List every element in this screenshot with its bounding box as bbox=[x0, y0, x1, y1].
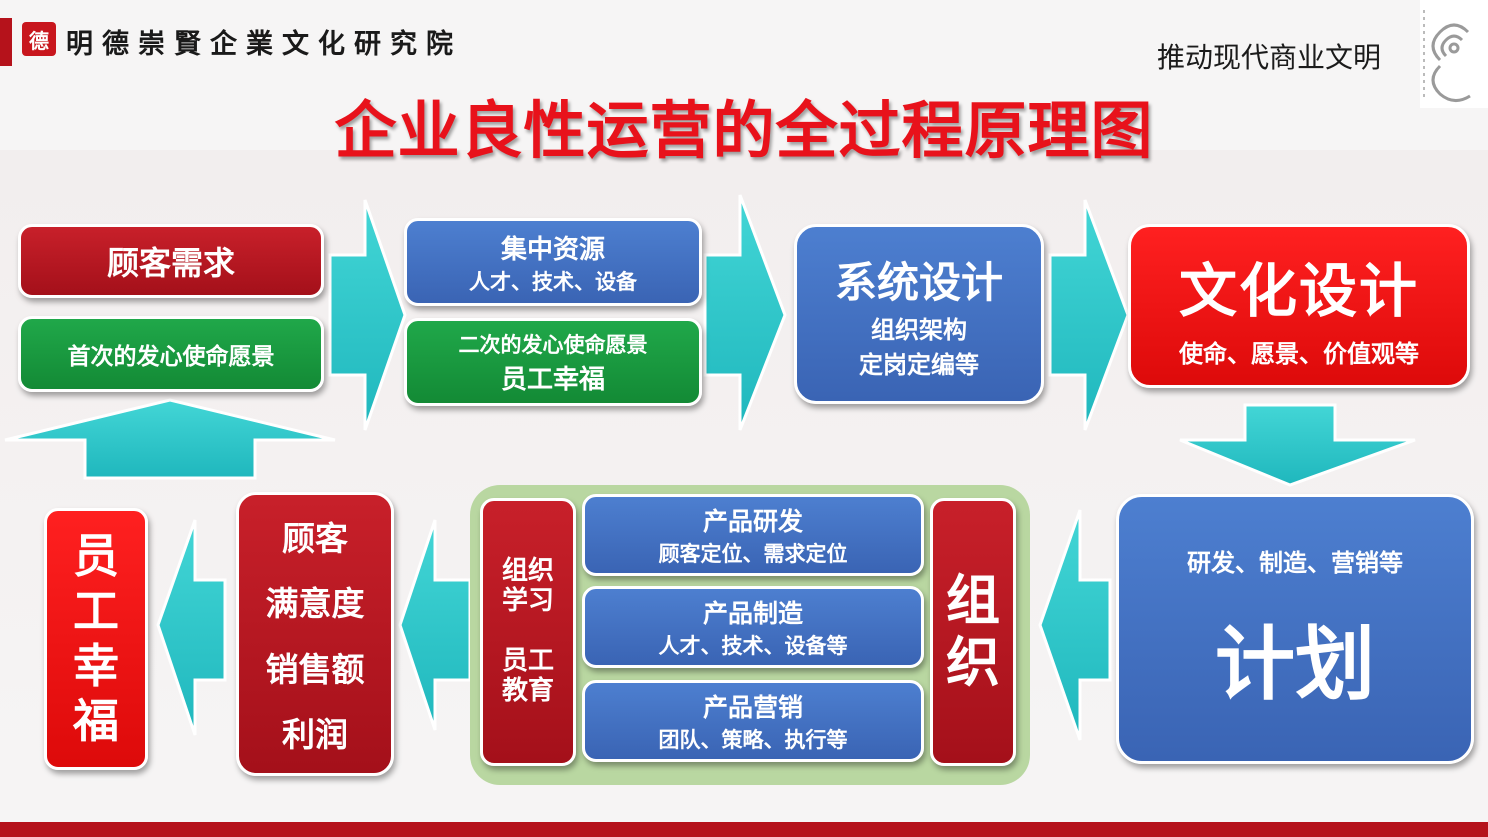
arrow-right-2 bbox=[703, 194, 787, 431]
page-title: 企业良性运营的全过程原理图 bbox=[334, 94, 1154, 167]
customer-demand-box: 顾客需求 bbox=[18, 224, 324, 298]
arrow-down bbox=[1179, 403, 1416, 487]
logo-seal-icon: 德 bbox=[22, 22, 56, 56]
logo-text: 明德崇賢企業文化研究院 bbox=[66, 29, 462, 60]
plan-box: 研发、制造、营销等 计划 bbox=[1116, 494, 1474, 764]
product-mfg-box: 产品制造 人才、技术、设备等 bbox=[582, 586, 924, 668]
arrow-right-3 bbox=[1048, 199, 1130, 431]
corner-ornament-icon bbox=[1420, 0, 1488, 108]
org-learning-box: 组织学习 员工教育 bbox=[480, 498, 576, 766]
first-mission-box: 首次的发心使命愿景 bbox=[18, 316, 324, 392]
header-accent-bar bbox=[0, 18, 12, 66]
second-mission-box: 二次的发心使命愿景 员工幸福 bbox=[404, 318, 702, 406]
product-rd-box: 产品研发 顾客定位、需求定位 bbox=[582, 494, 924, 576]
arrow-left-3 bbox=[156, 519, 227, 736]
product-mkt-box: 产品营销 团队、策略、执行等 bbox=[582, 680, 924, 762]
arrow-left-1 bbox=[1038, 509, 1112, 741]
organization-box: 组织 bbox=[930, 498, 1016, 766]
employee-happiness-box: 员工幸福 bbox=[44, 508, 148, 770]
resources-box: 集中资源 人才、技术、设备 bbox=[404, 218, 702, 306]
slogan: 推动现代商业文明 bbox=[1157, 41, 1382, 74]
culture-design-box: 文化设计 使命、愿景、价值观等 bbox=[1128, 224, 1470, 388]
arrow-left-2 bbox=[398, 519, 472, 731]
results-box: 顾客 满意度 销售额 利润 bbox=[236, 492, 394, 776]
footer-accent-bar bbox=[0, 822, 1488, 837]
system-design-box: 系统设计 组织架构 定岗定编等 bbox=[794, 224, 1044, 404]
arrow-up bbox=[4, 398, 336, 480]
arrow-right-1 bbox=[328, 199, 407, 431]
